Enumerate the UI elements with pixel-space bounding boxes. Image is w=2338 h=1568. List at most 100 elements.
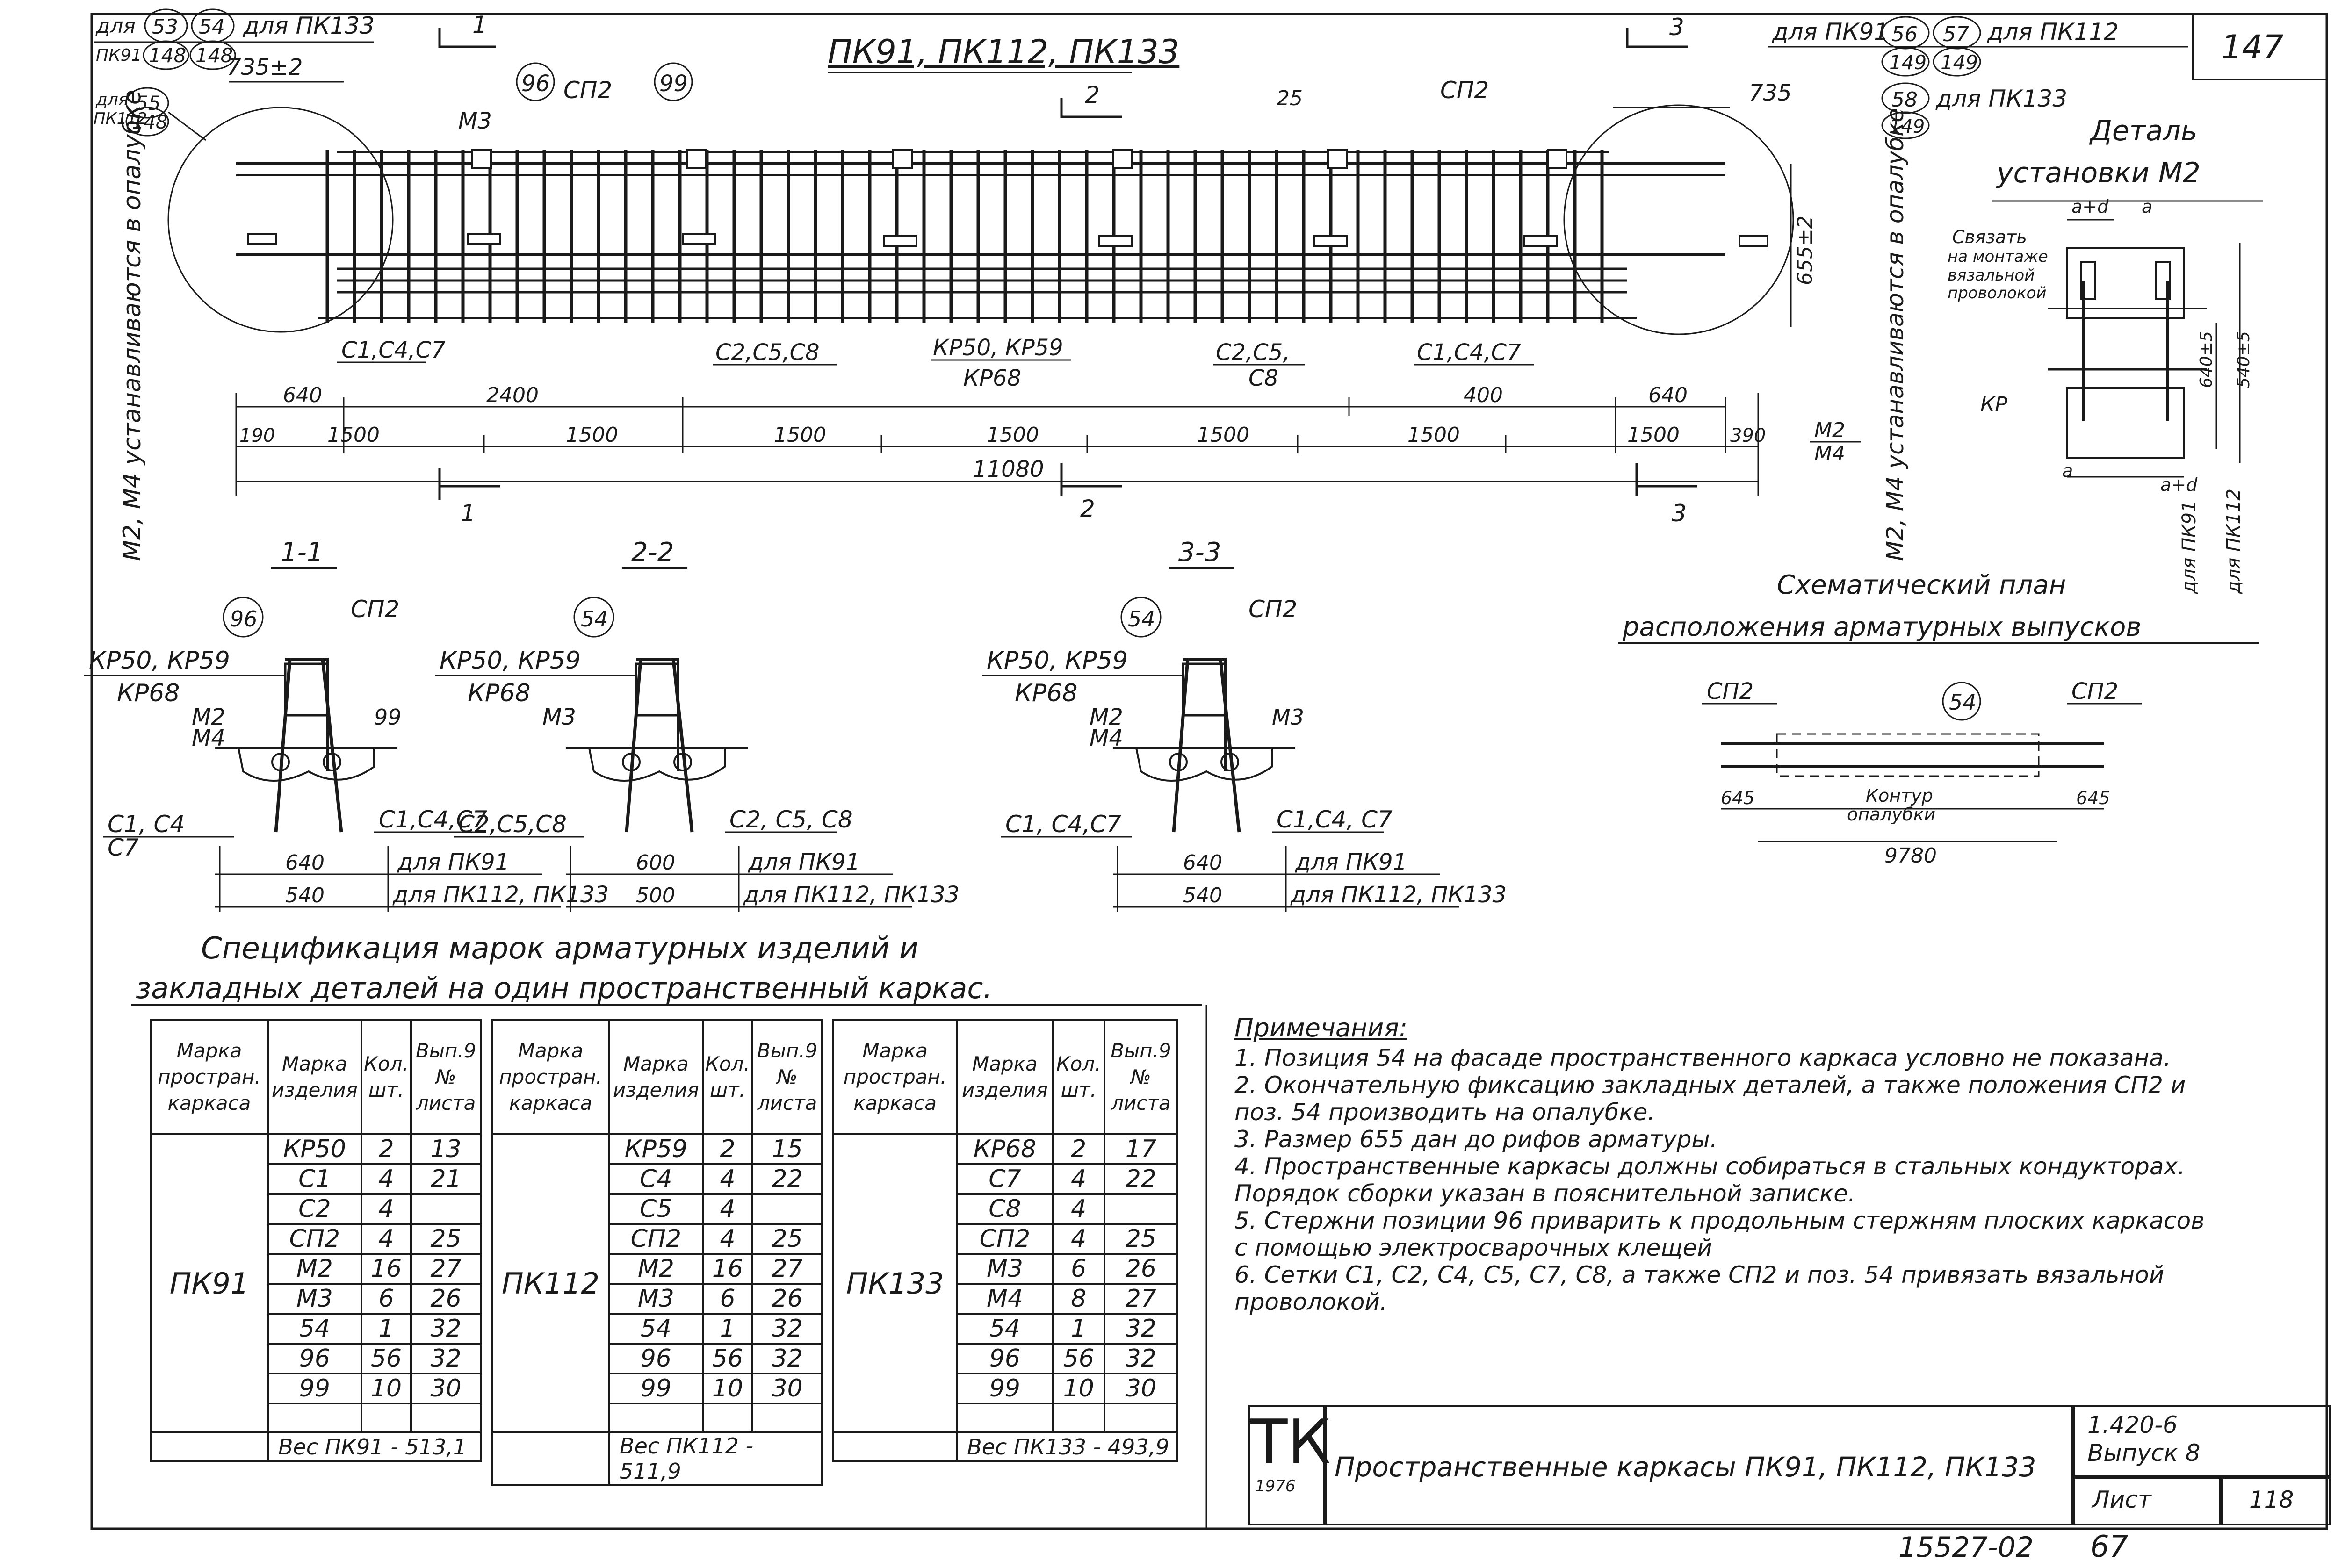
title-name-box: Пространственные каркасы ПК91, ПК112, ПК… <box>1323 1405 2075 1525</box>
spec-cell: 8 <box>1052 1283 1105 1315</box>
detail-title-b: установки М2 <box>1996 157 2201 189</box>
spec-cell: 17 <box>1103 1133 1179 1165</box>
spec-cell: М3 <box>956 1253 1054 1285</box>
dim-735-right: 735 <box>1749 80 1792 106</box>
svg-text:645: 645 <box>1721 788 1755 808</box>
spec-cell <box>410 1193 482 1225</box>
spec-cell: 25 <box>751 1223 823 1255</box>
label-m3: М3 <box>458 108 492 134</box>
spec-cell: 4 <box>1052 1163 1105 1195</box>
spec-cell: 10 <box>701 1373 754 1404</box>
spec-weight: Вес ПК91 - 513,1 <box>267 1431 482 1462</box>
spec-cell <box>267 1403 362 1433</box>
svg-text:СП2: СП2 <box>1707 678 1754 705</box>
svg-text:149: 149 <box>1889 116 1925 137</box>
svg-text:96: 96 <box>230 606 258 632</box>
spec-cell: СП2 <box>608 1223 704 1255</box>
spec-weight: Вес ПК112 - 511,9 <box>608 1431 823 1486</box>
svg-text:25: 25 <box>1277 86 1303 110</box>
spec-cell <box>956 1403 1054 1433</box>
svg-text:для ПК91: для ПК91 <box>1295 849 1407 875</box>
spec-header: Марка простран. каркаса <box>832 1019 958 1135</box>
spec-cell: 32 <box>1103 1313 1179 1345</box>
svg-text:2: 2 <box>1080 495 1095 522</box>
svg-text:а: а <box>2062 460 2073 481</box>
spec-cell <box>701 1403 754 1433</box>
spec-cell: 25 <box>410 1223 482 1255</box>
spec-cell: 56 <box>701 1343 754 1374</box>
spec-cell: С4 <box>608 1163 704 1195</box>
note-item: 5. Стержни позиции 96 приварить к продол… <box>1234 1207 2205 1261</box>
spec-cell: СП2 <box>956 1223 1054 1255</box>
spec-title-b: закладных деталей на один пространственн… <box>136 971 992 1005</box>
spec-cell: М2 <box>267 1253 362 1285</box>
spec-cell: 54 <box>956 1313 1054 1345</box>
dimension-lines <box>235 393 1759 496</box>
spec-header: Кол. шт. <box>360 1019 412 1135</box>
svg-text:640: 640 <box>1648 383 1688 407</box>
svg-text:для ПК112: для ПК112 <box>2223 489 2244 594</box>
svg-text:С1,С4,С7: С1,С4,С7 <box>379 806 487 833</box>
spec-cell: 4 <box>360 1223 412 1255</box>
svg-text:ПК91: ПК91 <box>96 46 142 65</box>
spec-header: Кол. шт. <box>701 1019 754 1135</box>
svg-text:для ПК133: для ПК133 <box>243 12 375 39</box>
spec-cell: 4 <box>701 1223 754 1255</box>
svg-text:КР68: КР68 <box>117 679 180 707</box>
svg-text:640±5: 640±5 <box>2197 331 2216 388</box>
note-item: 1. Позиция 54 на фасаде пространственног… <box>1234 1044 2171 1072</box>
label-pos96: 96 <box>521 71 550 97</box>
svg-text:а+d: а+d <box>2071 196 2109 217</box>
spec-cell: 21 <box>410 1163 482 1195</box>
label-c258-left: С2,С5,С8 <box>715 339 820 366</box>
issue: Выпуск 8 <box>2087 1439 2201 1467</box>
svg-text:для ПК91: для ПК91 <box>2179 501 2200 594</box>
spec-header: Марка изделия <box>956 1019 1054 1135</box>
svg-text:М4: М4 <box>192 725 225 751</box>
spec-cell: 22 <box>751 1163 823 1195</box>
svg-text:М4: М4 <box>1814 442 1845 466</box>
logo: ТК <box>1250 1406 1331 1477</box>
label-c147-right: С1,С4,С7 <box>1417 339 1521 366</box>
svg-text:540±5: 540±5 <box>2234 331 2253 388</box>
label-pos99: 99 <box>659 71 688 97</box>
corner-box <box>2192 13 2328 80</box>
svg-text:КР68: КР68 <box>468 679 530 707</box>
spec-frame-mark: ПК91 <box>149 1133 269 1433</box>
svg-text:500: 500 <box>636 884 675 907</box>
svg-text:1: 1 <box>472 11 487 38</box>
svg-text:для ПК91: для ПК91 <box>748 849 860 875</box>
svg-text:400: 400 <box>1464 383 1503 407</box>
svg-text:для ПК91: для ПК91 <box>1772 18 1889 45</box>
spec-cell: 30 <box>1103 1373 1179 1404</box>
spec-cell: КР59 <box>608 1133 704 1165</box>
spec-cell: 4 <box>360 1193 412 1225</box>
spec-cell <box>751 1193 823 1225</box>
svg-text:3: 3 <box>1672 500 1687 527</box>
svg-text:540: 540 <box>285 884 325 907</box>
spec-cell: СП2 <box>267 1223 362 1255</box>
svg-text:640: 640 <box>1183 851 1222 875</box>
spec-cell: 2 <box>701 1133 754 1165</box>
spec-header: Вып.9 № листа <box>1103 1019 1179 1135</box>
plates <box>247 149 1768 247</box>
spec-cell: 1 <box>701 1313 754 1345</box>
notes-title: Примечания: <box>1234 1013 1408 1043</box>
spec-cell: 96 <box>267 1343 362 1374</box>
svg-text:С1, С4: С1, С4 <box>108 811 185 838</box>
